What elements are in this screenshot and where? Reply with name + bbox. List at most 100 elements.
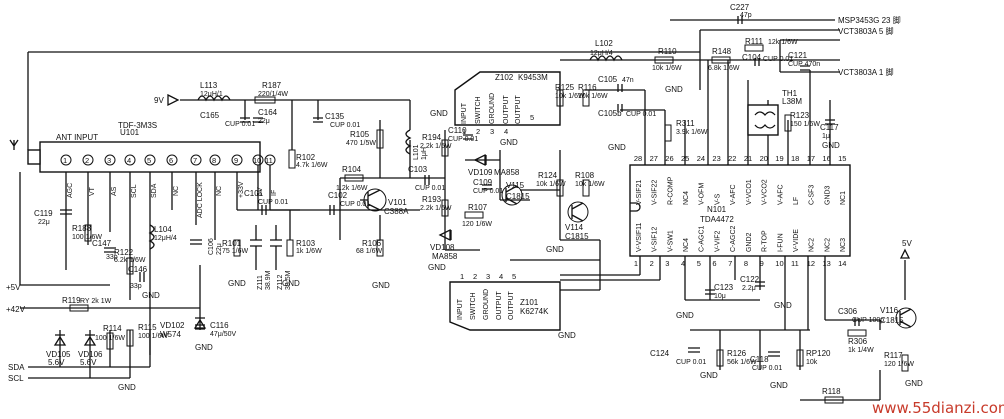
supply-9v: 9V — [154, 93, 180, 107]
svg-text:R108: R108 — [575, 171, 595, 180]
svg-text:3.9k 1/6W: 3.9k 1/6W — [676, 129, 708, 136]
svg-text:VD106: VD106 — [78, 350, 103, 359]
svg-text:1μ: 1μ — [822, 133, 830, 140]
svg-text:C117: C117 — [820, 123, 839, 132]
ic-pin-name: C-SF3 — [809, 185, 816, 205]
svg-text:2: 2 — [473, 272, 477, 281]
svg-text:R193: R193 — [422, 195, 442, 204]
svg-text:5.6V: 5.6V — [48, 358, 65, 367]
svg-text:2.2μ: 2.2μ — [742, 285, 756, 292]
svg-text:CUP 470n: CUP 470n — [788, 61, 820, 68]
svg-text:AGC: AGC — [67, 183, 74, 198]
svg-text:VCT3803A 5 脚: VCT3803A 5 脚 — [838, 26, 894, 36]
svg-text:CUP 0.01: CUP 0.01 — [448, 136, 478, 143]
svg-text:SDA: SDA — [8, 363, 25, 372]
svg-text:GND: GND — [774, 301, 792, 310]
svg-text:V101: V101 — [388, 198, 407, 207]
saw-z101: Z101 K6274K INPUT SWITCH GROUND OUTPUT O… — [449, 272, 561, 331]
svg-text:10μ: 10μ — [714, 293, 726, 300]
svg-text:R118: R118 — [822, 387, 841, 396]
svg-text:30.5M: 30.5M — [285, 270, 292, 290]
filter-z111: Z111 38.9M — [250, 225, 272, 290]
svg-text:+42V: +42V — [6, 305, 26, 314]
ic-pin-number: 25 — [681, 154, 689, 163]
ic-pin-number: 19 — [775, 154, 783, 163]
svg-text:11: 11 — [265, 156, 273, 165]
svg-text:33p: 33p — [106, 254, 118, 261]
filter-th1: TH1 L38M — [747, 89, 802, 136]
svg-text:6.8k 1/6W: 6.8k 1/6W — [708, 65, 740, 72]
svg-text:R106: R106 — [362, 239, 382, 248]
svg-text:IF: IF — [271, 190, 278, 196]
svg-text:VD105: VD105 — [46, 350, 71, 359]
ic-pin: 9R-TOP — [760, 230, 769, 268]
svg-text:C122: C122 — [740, 275, 760, 284]
svg-text:68 1/6W: 68 1/6W — [356, 248, 382, 255]
tuner-pin: 6NC — [166, 154, 180, 196]
svg-text:GROUND: GROUND — [483, 289, 490, 320]
svg-text:10k 1/6W: 10k 1/6W — [575, 181, 605, 188]
resistor-r118: R118 — [822, 387, 844, 404]
ic-pin: 11V-VIDE — [791, 229, 800, 268]
svg-text:GND: GND — [546, 245, 564, 254]
svg-text:R194: R194 — [422, 133, 442, 142]
filter-z112: Z112 30.5M — [270, 225, 292, 290]
saw-z102: Z102 K9453M INPUT SWITCH GROUND OUTPUT O… — [454, 71, 561, 136]
svg-text:www.55dianzi.com: www.55dianzi.com — [872, 399, 1004, 417]
svg-text:12μH/4: 12μH/4 — [590, 50, 613, 57]
svg-text:GND: GND — [282, 279, 300, 288]
ic-pin: 21V-VCO1 — [744, 154, 753, 205]
ic-pin-name: V-SIF12 — [652, 227, 659, 252]
svg-text:SWITCH: SWITCH — [475, 96, 482, 124]
svg-text:L102: L102 — [595, 39, 613, 48]
ic-pin-name: GND2 — [746, 232, 753, 252]
svg-text:1: 1 — [63, 156, 67, 165]
svg-text:2: 2 — [476, 127, 480, 136]
ic-pin-name: LF — [793, 197, 800, 205]
svg-text:L104: L104 — [154, 225, 172, 234]
ic-pin-name: GND3 — [824, 185, 831, 205]
ic-pin-number: 22 — [728, 154, 736, 163]
svg-text:CUP 0.01: CUP 0.01 — [763, 56, 793, 63]
svg-text:Z112: Z112 — [277, 274, 284, 290]
svg-text:R103: R103 — [296, 239, 316, 248]
svg-text:100 1/6W: 100 1/6W — [138, 333, 168, 340]
svg-text:R101: R101 — [222, 239, 242, 248]
inductor-l102: L102 12μH/4 — [589, 39, 623, 62]
ic-pin: 26R-COMP — [665, 154, 674, 205]
ic-pin-name: NC3 — [840, 238, 847, 252]
svg-text:C106: C106 — [208, 238, 215, 255]
external-ref-vct3803a-5: VCT3803A 5 脚 — [838, 26, 894, 36]
ground-labels: GND GND GND GND GND GND GND GND GND GND … — [118, 85, 923, 392]
svg-text:9V: 9V — [154, 96, 164, 105]
svg-text:GND: GND — [676, 311, 694, 320]
svg-text:1: 1 — [460, 272, 464, 281]
svg-text:3: 3 — [107, 156, 111, 165]
ic-pin-number: 13 — [822, 259, 830, 268]
ic-bottom-pins: 1V-VSIF112V-SIF123V-SW14NC45C-AGC16V-VIF… — [634, 222, 847, 268]
svg-text:C123: C123 — [714, 283, 734, 292]
ic-pin-name: C-AGC2 — [730, 225, 737, 252]
ic-n101: N101 TDA4472 — [629, 164, 851, 257]
ic-pin-number: 3 — [665, 259, 669, 268]
svg-text:R124: R124 — [538, 171, 558, 180]
svg-text:C110: C110 — [448, 126, 467, 135]
ic-pin-number: 7 — [728, 259, 732, 268]
svg-text:OUTPUT: OUTPUT — [496, 291, 503, 321]
svg-text:C103: C103 — [408, 165, 428, 174]
svg-text:4.7k 1/6W: 4.7k 1/6W — [296, 162, 328, 169]
